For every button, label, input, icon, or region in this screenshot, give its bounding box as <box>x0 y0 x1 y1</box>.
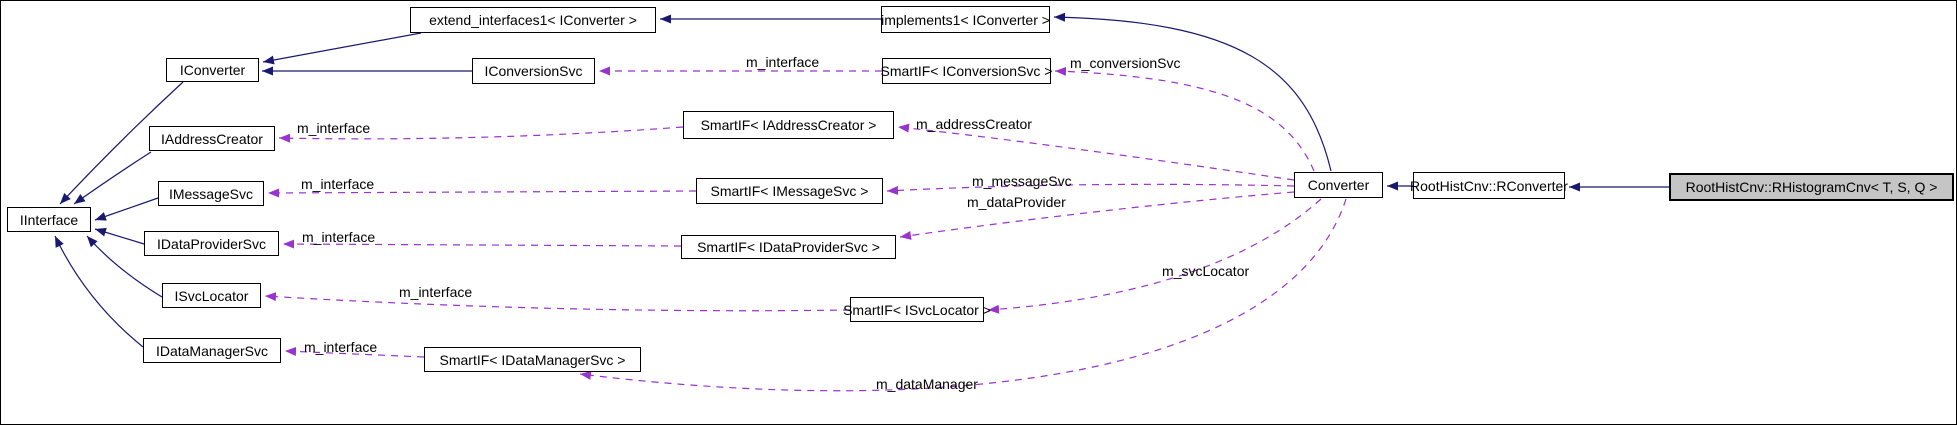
edge-label-m-interface-idatamanagersvc: m_interface <box>304 339 378 355</box>
edge-smartifdataprovidersvc-idataprovidersvc <box>282 239 682 249</box>
edge-converter-smartifmessagesvc <box>886 183 1295 195</box>
node-extend-interfaces1[interactable]: extend_interfaces1< IConverter > <box>410 7 656 33</box>
edge-smartifsvclocator-isvclocator <box>264 292 851 312</box>
edge-label-m-dataprovider: m_dataProvider <box>967 194 1066 210</box>
edge-smartifdatamanagersvc-idatamanagersvc <box>284 346 425 358</box>
edge-label-m-svclocator: m_svcLocator <box>1162 263 1250 279</box>
edge-iconverter-iinterface <box>59 81 184 205</box>
edge-smartifaddresscreator-iaddresscreator <box>278 126 684 143</box>
node-smartif-idataprovidersvc[interactable]: SmartIF< IDataProviderSvc > <box>681 235 896 259</box>
node-imessagesvc[interactable]: IMessageSvc <box>158 181 264 206</box>
edge-label-m-interface-imessagesvc: m_interface <box>301 176 375 192</box>
node-rhistogramcnv-focus: RootHistCnv::RHistogramCnv< T, S, Q > <box>1669 173 1954 201</box>
node-rconverter[interactable]: RootHistCnv::RConverter <box>1410 172 1568 199</box>
node-implements1[interactable]: implements1< IConverter > <box>881 6 1050 33</box>
node-smartif-iconversionsvc[interactable]: SmartIF< IConversionSvc > <box>881 58 1052 84</box>
edge-label-m-messagesvc: m_messageSvc <box>972 173 1072 189</box>
edge-iaddresscreator-iinterface <box>73 151 152 205</box>
edge-converter-smartifdataprovidersvc <box>899 191 1295 240</box>
node-smartif-idatamanagersvc[interactable]: SmartIF< IDataManagerSvc > <box>424 347 641 372</box>
edge-idataprovidersvc-iinterface <box>94 227 145 245</box>
edge-converter-smartifdatamanagersvc <box>579 198 1347 392</box>
edge-label-m-interface-idataprovidersvc: m_interface <box>302 229 376 245</box>
edge-imessagesvc-iinterface <box>94 197 159 221</box>
edge-label-m-conversionsvc: m_conversionSvc <box>1070 55 1181 71</box>
node-iinterface[interactable]: IInterface <box>7 207 91 232</box>
node-idataprovidersvc[interactable]: IDataProviderSvc <box>144 231 279 256</box>
node-smartif-isvclocator[interactable]: SmartIF< ISvcLocator > <box>843 297 991 322</box>
node-iconversionsvc[interactable]: IConversionSvc <box>472 58 595 84</box>
edge-label-m-interface-isvclocator: m_interface <box>399 284 473 300</box>
node-iaddresscreator[interactable]: IAddressCreator <box>149 126 275 151</box>
edge-converter-implements1 <box>1053 12 1332 172</box>
node-converter[interactable]: Converter <box>1294 172 1383 198</box>
edge-label-m-datamanager: m_dataManager <box>876 376 978 392</box>
node-iconverter[interactable]: IConverter <box>166 58 259 82</box>
edge-converter-smartifconversionsvc <box>1054 66 1315 172</box>
edge-converter-smartifaddresscreator <box>897 123 1295 181</box>
edge-extendinterfaces1-iconverter <box>262 32 422 65</box>
node-idatamanagersvc[interactable]: IDataManagerSvc <box>143 338 281 363</box>
node-smartif-imessagesvc[interactable]: SmartIF< IMessageSvc > <box>696 178 883 204</box>
edge-smartifmessagesvc-imessagesvc <box>267 188 697 198</box>
node-isvclocator[interactable]: ISvcLocator <box>162 283 261 308</box>
node-smartif-iaddresscreator[interactable]: SmartIF< IAddressCreator > <box>683 111 894 139</box>
edge-converter-smartifsvclocator <box>987 198 1322 314</box>
edge-label-m-interface-iconversionsvc: m_interface <box>746 54 820 70</box>
edge-label-m-addresscreator: m_addressCreator <box>916 116 1032 132</box>
edge-label-m-interface-iaddresscreator: m_interface <box>297 120 371 136</box>
edge-isvclocator-iinterface <box>86 235 163 298</box>
edge-idatamanagersvc-iinterface <box>54 235 144 348</box>
